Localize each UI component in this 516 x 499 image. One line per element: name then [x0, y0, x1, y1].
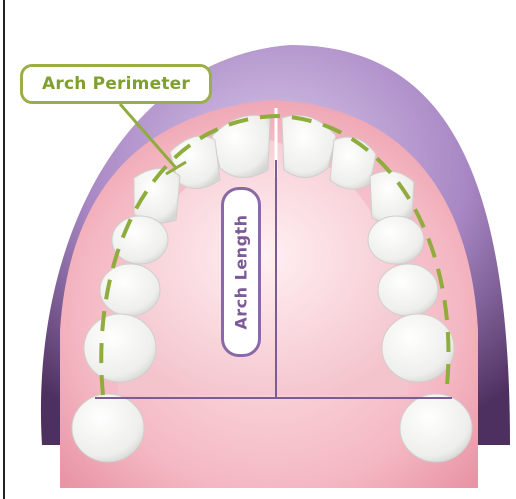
arch-perimeter-text: Arch Perimeter [42, 74, 190, 94]
premolar-right-2 [378, 264, 438, 316]
molar-right-2 [400, 394, 472, 462]
arch-perimeter-label: Arch Perimeter [20, 64, 212, 104]
premolar-right-1 [368, 216, 424, 264]
molar-left-2 [72, 394, 144, 462]
molar-right-1 [382, 314, 454, 382]
arch-length-text: Arch Length [232, 214, 251, 329]
molar-left-1 [84, 314, 156, 382]
premolar-left-1 [112, 216, 168, 264]
arch-length-label: Arch Length [221, 187, 261, 357]
